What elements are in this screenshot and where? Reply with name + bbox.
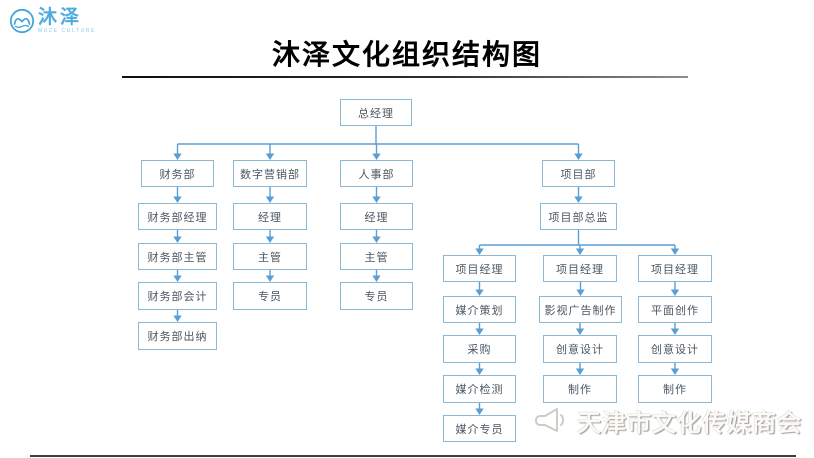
bottom-rule [30,455,796,457]
org-node-mj_zy: 媒介专员 [443,415,516,442]
brand-caption: MUZE CULTURE [38,28,96,34]
title-underline [122,76,688,78]
org-node-szyx_jl: 经理 [233,203,307,230]
org-node-mj_jc: 媒介检测 [443,375,516,403]
org-node-cwbkj: 财务部会计 [138,282,217,310]
brand-name: 沐泽 [38,7,83,28]
org-node-xmjl2: 项目经理 [543,255,617,282]
org-node-szyx_zy: 专员 [233,282,307,310]
org-node-cwbjl: 财务部经理 [138,203,217,230]
org-node-cwbzg: 财务部主管 [138,243,217,270]
org-node-pm_zz: 制作 [638,375,712,403]
org-node-cwbcn: 财务部出纳 [138,322,217,350]
org-node-cwb: 财务部 [141,160,214,187]
org-node-ys_ggzz: 影视广告制作 [539,296,622,323]
footer-org-name: 天津市文化传媒商会 [577,410,802,437]
org-node-mj_ch: 媒介策划 [443,296,516,323]
org-node-rs_zy: 专员 [340,282,413,310]
brand-logo: 沐泽 MUZE CULTURE [9,8,96,34]
org-node-rs_jl: 经理 [340,203,413,230]
org-node-szyx_zg: 主管 [233,243,307,270]
org-node-pm_cz: 平面创作 [638,296,712,323]
org-node-szyxb: 数字营销部 [233,160,307,187]
megaphone-icon [535,407,565,432]
org-node-xmjl1: 项目经理 [443,255,516,282]
org-node-xmbzj: 项目部总监 [540,203,617,230]
org-node-zjl: 总经理 [340,99,412,126]
org-node-ys_cysj: 创意设计 [543,335,617,363]
org-node-mj_cg: 采购 [443,335,516,363]
footer: 天津市文化传媒商会 [533,403,802,438]
page-title: 沐泽文化组织结构图 [271,39,542,70]
org-node-rsb: 人事部 [340,160,413,187]
brand-wave-icon [9,8,35,34]
org-node-xmb: 项目部 [542,160,615,187]
org-node-rs_zg: 主管 [340,243,413,270]
org-node-ys_zz: 制作 [543,375,617,403]
org-node-pm_cysj: 创意设计 [638,335,712,363]
org-node-xmjl3: 项目经理 [638,255,712,282]
